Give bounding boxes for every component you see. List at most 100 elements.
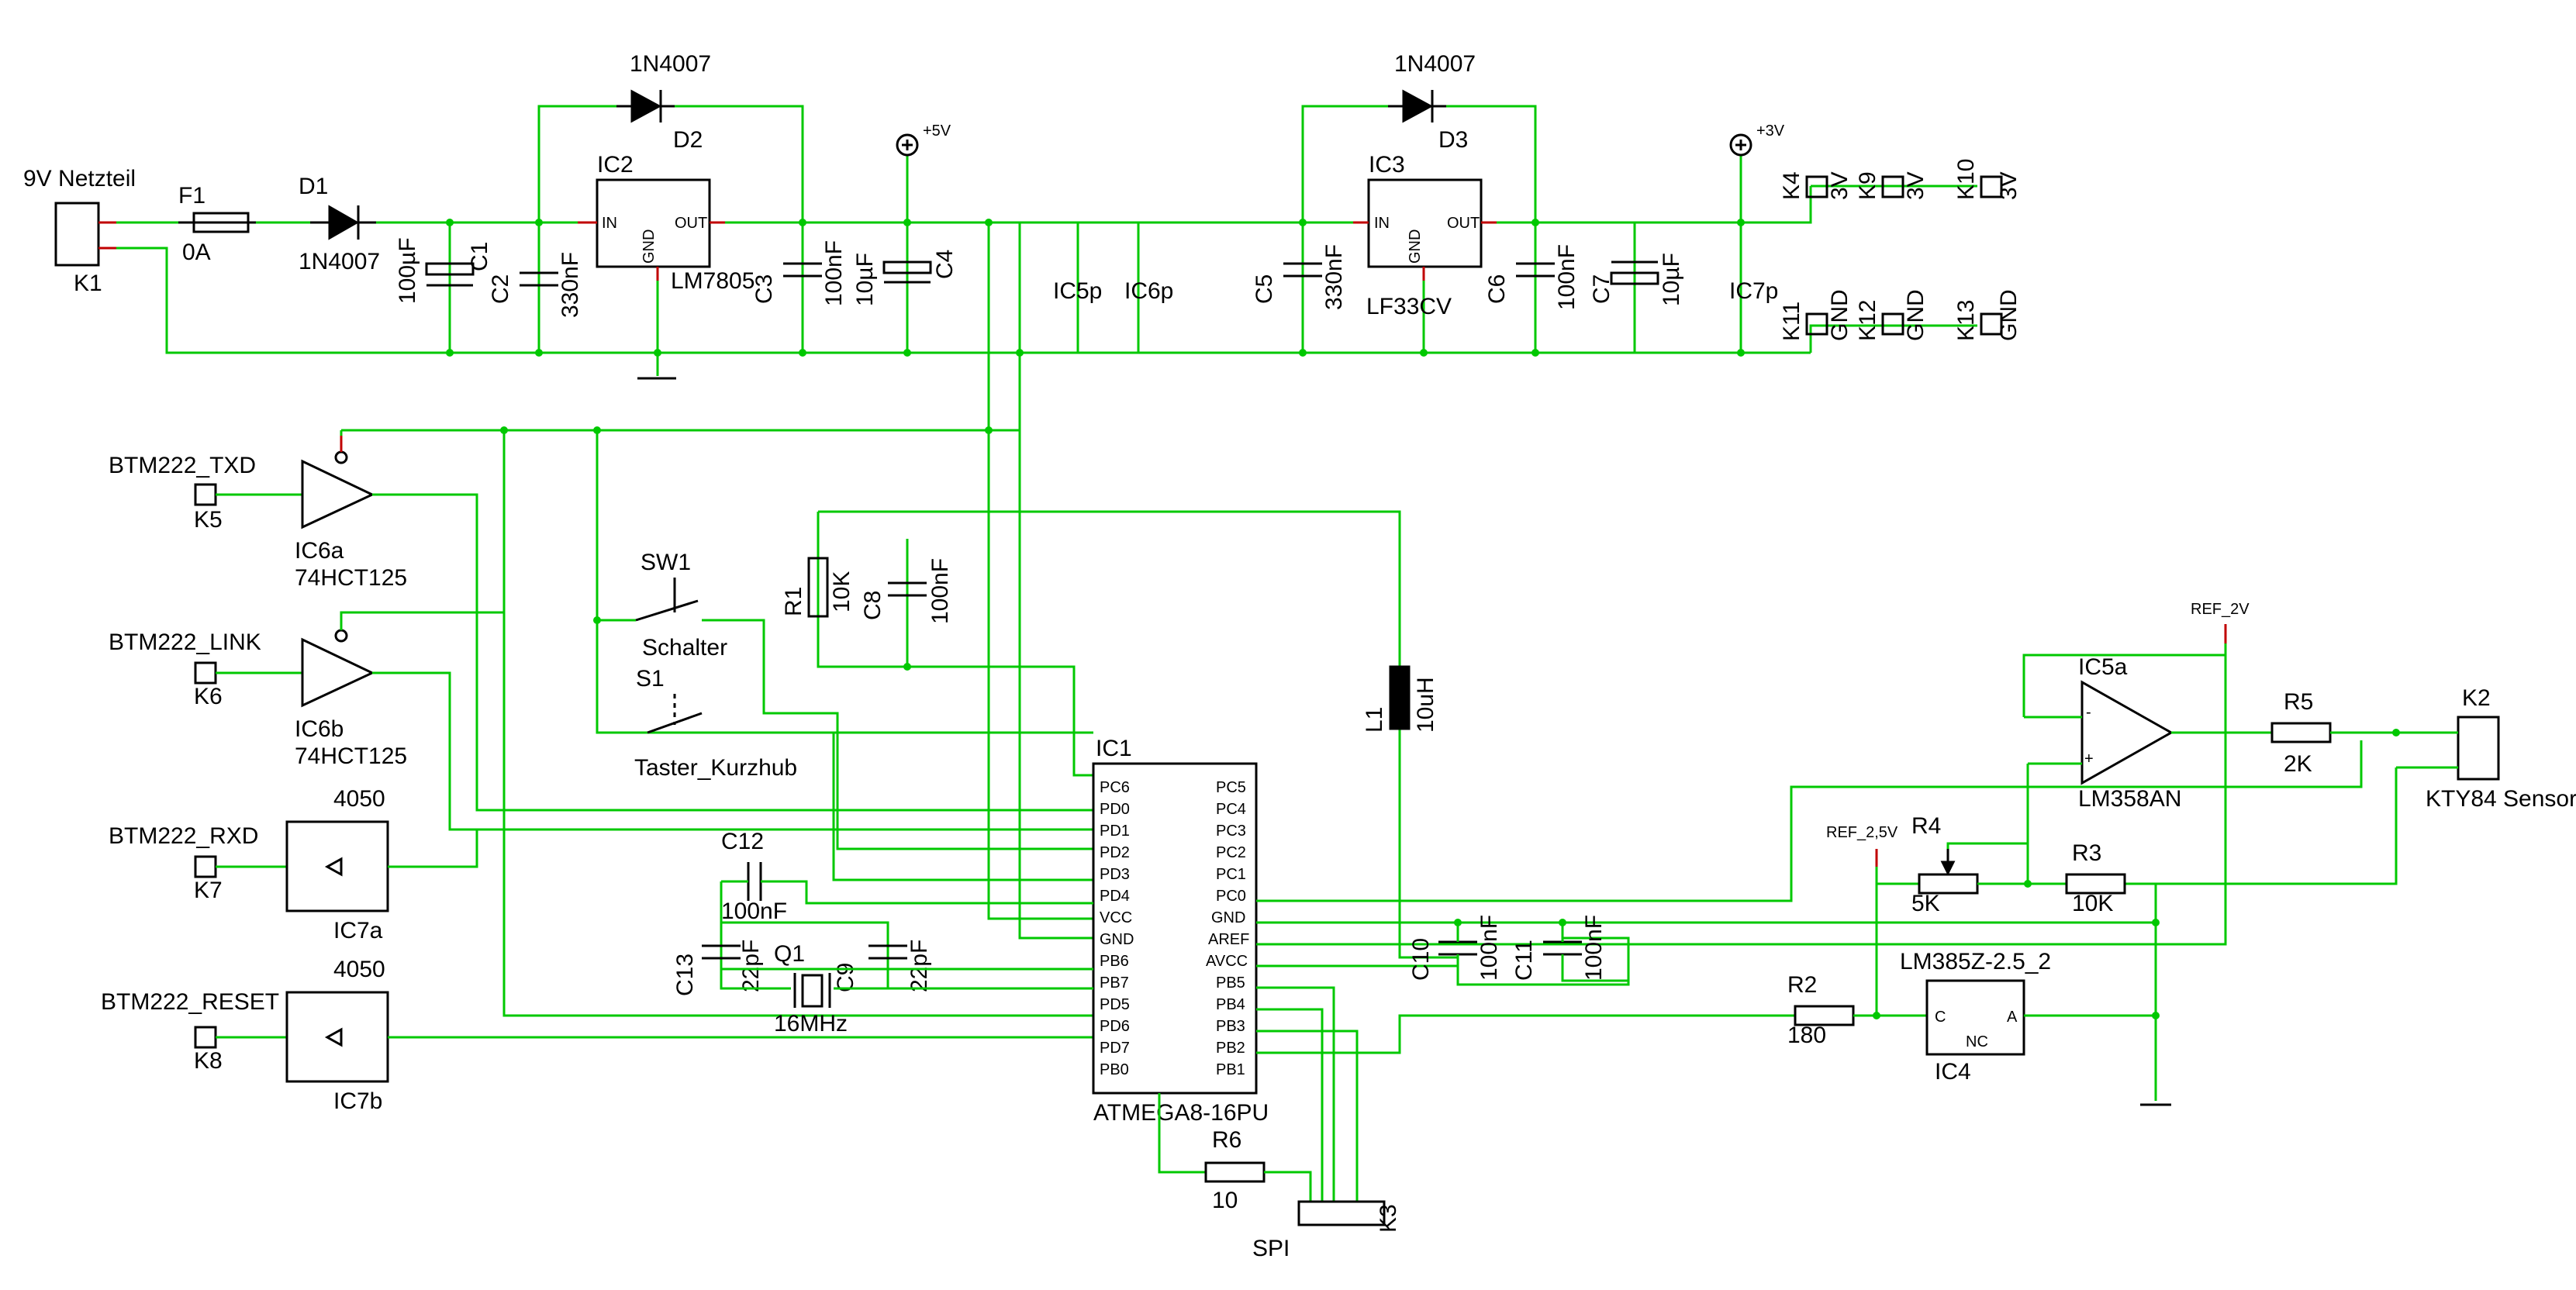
mcu-pin-gnd: GND <box>1100 931 1134 948</box>
cap-c6 <box>1516 262 1555 278</box>
supply-3v-symbol <box>1729 133 1752 157</box>
inputs-section: SW1 Schalter S1 Taster_Kurzhub R1 10K C8… <box>597 550 1438 881</box>
cap-c12 <box>747 862 762 901</box>
k3-ref: K3 <box>1376 1204 1401 1233</box>
link-net: BTM222_LINK <box>109 629 261 655</box>
mcu-pin-pb5: PB5 <box>1216 974 1245 992</box>
k5-ref: K5 <box>194 507 223 533</box>
mcu-pin-pc2: PC2 <box>1216 844 1246 861</box>
r6-value: 10 <box>1212 1188 1238 1213</box>
k9-ref: K9 <box>1855 171 1880 200</box>
ic4-pin-nc: NC <box>1966 1033 1988 1050</box>
r5-value: 2K <box>2284 751 2312 777</box>
ic4-pin-a: A <box>2007 1009 2018 1026</box>
k1-ref: K1 <box>74 271 102 296</box>
c11-value: 100nF <box>1581 915 1607 981</box>
ic6b-part: 74HCT125 <box>295 743 407 769</box>
cap-drops <box>448 222 1742 353</box>
mcu-left-pins: PC6 PD0 PD1 PD2 PD3 PD4 VCC GND PB6 PB7 … <box>1100 779 1134 1078</box>
mcu-pin-pd2: PD2 <box>1100 844 1130 861</box>
q1-ref: Q1 <box>774 941 805 967</box>
junction-dots <box>446 219 2400 1019</box>
mcu-pin-pc6: PC6 <box>1100 779 1130 796</box>
r2-value: 180 <box>1787 1023 1826 1048</box>
r1-ref: R1 <box>781 587 806 616</box>
mcu-pin-pd1: PD1 <box>1100 823 1130 840</box>
power-supply-section: 9V Netzteil K1 F1 0A D1 1N4007 C1 100µF … <box>23 51 2022 380</box>
k11-ref: K11 <box>1779 302 1804 341</box>
ic7p-label: IC7p <box>1729 278 1778 304</box>
c8-value: 100nF <box>927 558 953 624</box>
wire-gnd-hdr <box>1809 324 1977 353</box>
k4-label: 3V <box>1827 171 1853 200</box>
wire-d2-bypass <box>537 105 616 222</box>
ic3-pin-out: OUT <box>1447 215 1480 232</box>
buffer-ic7b <box>285 991 389 1083</box>
ic4-value: LM385Z-2.5_2 <box>1900 949 2051 974</box>
d2-ref: D2 <box>673 127 703 153</box>
c5-ref: C5 <box>1252 274 1277 304</box>
r3-value: 10K <box>2072 891 2113 916</box>
supply-5v-symbol <box>896 133 919 157</box>
d1-value: 1N4007 <box>299 249 380 274</box>
c11-ref: C11 <box>1511 940 1537 981</box>
cap-c4 <box>882 260 932 284</box>
ic3-pin-gnd: GND <box>1407 229 1424 264</box>
k5-pin <box>194 483 217 506</box>
k10-label: 3V <box>1996 171 2022 200</box>
r4-value: 5K <box>1911 891 1940 916</box>
k7-ref: K7 <box>194 878 223 903</box>
l1-value: 10uH <box>1413 677 1438 733</box>
resistor-r5 <box>2270 722 2332 743</box>
ic6p-label: IC6p <box>1124 278 1173 304</box>
c8-ref: C8 <box>860 591 886 620</box>
r6-ref: R6 <box>1212 1127 1241 1153</box>
d3-ref: D3 <box>1438 127 1468 153</box>
f1-value: 0A <box>182 240 211 265</box>
mcu-ref: IC1 <box>1096 736 1132 761</box>
k6-pin <box>194 661 217 685</box>
wire-3v-hdr <box>1741 186 1812 224</box>
c13-value: 22pF <box>738 940 764 992</box>
ic3-ref: IC3 <box>1369 152 1405 178</box>
sw1-label: Schalter <box>642 635 727 661</box>
rail-3v-label: +3V <box>1756 122 1785 140</box>
c1-value: 100µF <box>395 237 420 304</box>
mcu-pin-gnd2: GND <box>1211 909 1245 926</box>
cap-c3 <box>783 262 822 278</box>
mcu-pin-pb2: PB2 <box>1216 1040 1245 1057</box>
r2-ref: R2 <box>1787 972 1817 998</box>
c12-ref: C12 <box>721 829 764 854</box>
buffer-ic7a <box>285 820 389 912</box>
sensor-k2 <box>2457 716 2500 781</box>
ic5a-ref: IC5a <box>2078 654 2128 680</box>
k11-label: GND <box>1827 289 1853 341</box>
mcu-pin-pb6: PB6 <box>1100 953 1129 970</box>
r5-ref: R5 <box>2284 689 2313 715</box>
mcu-pin-pd6: PD6 <box>1100 1018 1130 1035</box>
vref-ic4 <box>1925 979 2025 1056</box>
d2-value: 1N4007 <box>630 51 711 77</box>
k1-connector <box>54 202 100 267</box>
inductor-l1 <box>1389 665 1411 730</box>
resistor-r1 <box>807 557 829 618</box>
diode-d1 <box>310 205 376 240</box>
s1-ref: S1 <box>636 666 665 692</box>
bluetooth-section: BTM222_TXD K5 IC6a 74HCT125 BTM222_LINK … <box>101 430 1093 1114</box>
mcu-pin-pc0: PC0 <box>1216 888 1246 905</box>
header-gnd-group <box>1805 312 2003 336</box>
mcu-pin-vcc: VCC <box>1100 909 1132 926</box>
ic2-pin-out: OUT <box>675 215 707 232</box>
ic4-pin-c: C <box>1935 1009 1946 1026</box>
mcu-value: ATMEGA8-16PU <box>1093 1100 1269 1126</box>
mcu-pin-pc4: PC4 <box>1216 801 1246 818</box>
d1-ref: D1 <box>299 174 328 199</box>
buffer-ic6a <box>301 436 375 529</box>
cap-c8 <box>888 581 927 597</box>
diode-d3 <box>1388 89 1446 123</box>
mcu-pin-pb3: PB3 <box>1216 1018 1245 1035</box>
s1-label: Taster_Kurzhub <box>634 755 797 781</box>
ic7a-ref: IC7a <box>333 918 383 943</box>
mcu-pin-pb1: PB1 <box>1216 1061 1245 1078</box>
